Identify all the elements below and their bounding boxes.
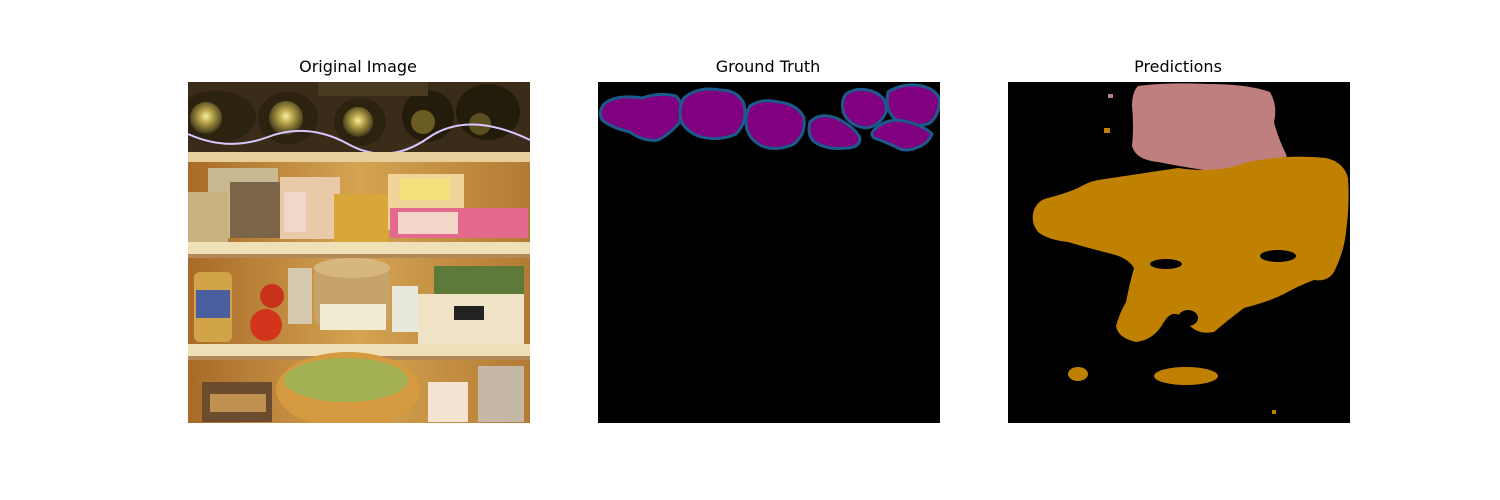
prediction-hole-2	[1150, 259, 1182, 269]
predictions-mask	[1008, 82, 1350, 423]
predictions-panel	[1008, 82, 1350, 423]
original-image-panel	[188, 82, 530, 423]
gt-region-1	[598, 92, 684, 142]
gt-region-2	[678, 87, 747, 141]
ground-truth-title: Ground Truth	[715, 57, 821, 76]
gt-region-4	[807, 114, 862, 150]
prediction-hole-3	[1178, 310, 1198, 326]
gt-region-3	[744, 99, 806, 151]
prediction-upper-region	[1132, 83, 1288, 172]
gt-region-6	[885, 83, 940, 127]
prediction-hole-1	[1260, 250, 1296, 262]
original-image-title: Original Image	[299, 57, 417, 76]
gt-region-5	[840, 87, 888, 130]
predictions-title: Predictions	[1134, 57, 1222, 76]
ground-truth-mask	[598, 82, 940, 423]
prediction-speck-1	[1104, 128, 1110, 133]
gt-region-7	[870, 118, 934, 152]
prediction-main-region	[1032, 156, 1349, 342]
ground-truth-panel	[598, 82, 940, 423]
prediction-speck-3	[1272, 410, 1276, 414]
prediction-blob-1	[1154, 367, 1218, 385]
prediction-speck-2	[1108, 94, 1113, 98]
fridge-photo-image	[188, 82, 530, 423]
prediction-blob-2	[1068, 367, 1088, 381]
